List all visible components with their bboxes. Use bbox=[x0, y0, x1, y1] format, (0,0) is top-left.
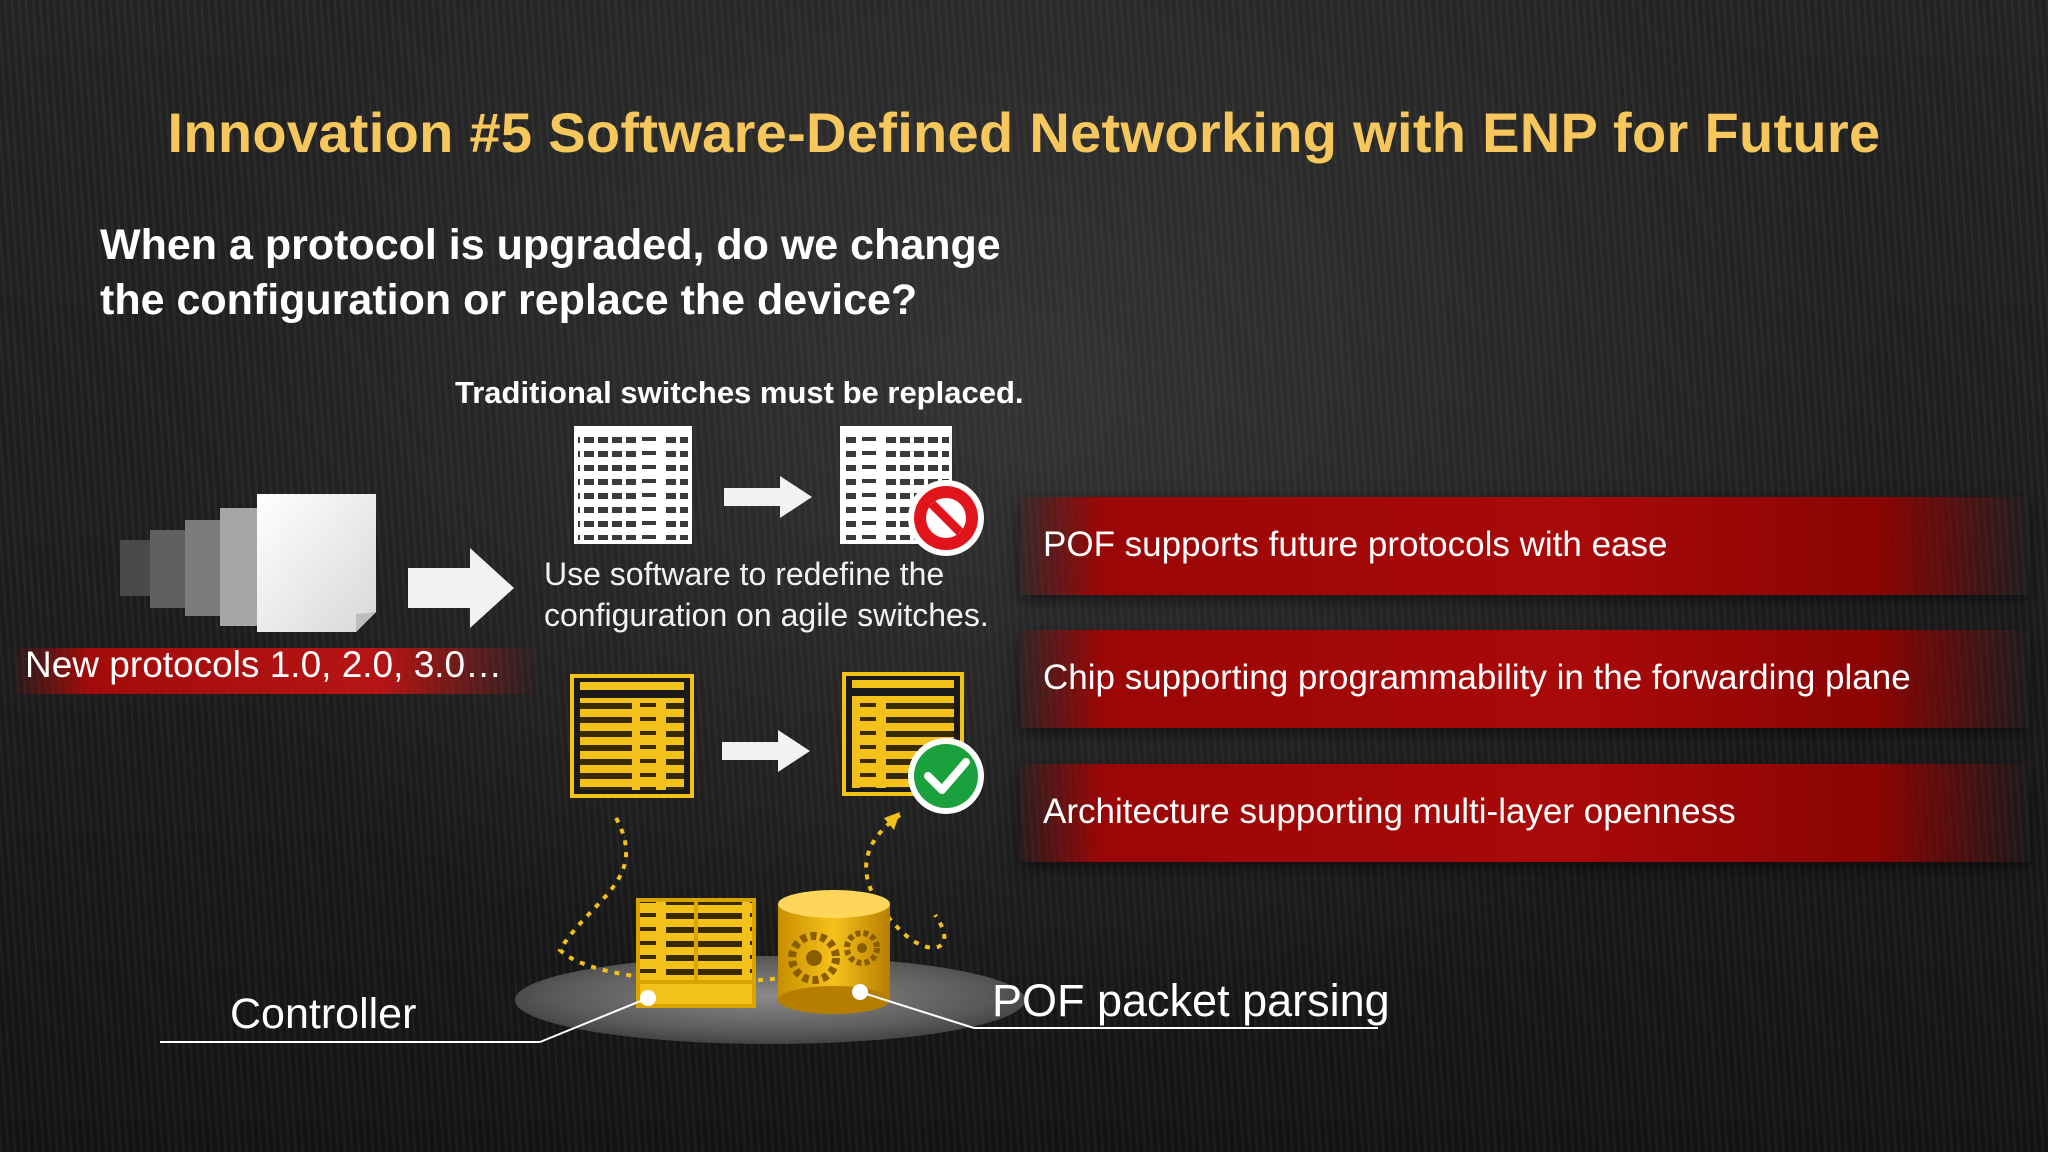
controller-callout bbox=[160, 990, 656, 1043]
software-line-2: configuration on agile switches. bbox=[544, 597, 989, 633]
question-text: When a protocol is upgraded, do we chang… bbox=[100, 218, 1100, 328]
traditional-switches-label: Traditional switches must be replaced. bbox=[455, 375, 1024, 410]
flow-arrowhead bbox=[884, 812, 900, 830]
question-line-1: When a protocol is upgraded, do we chang… bbox=[100, 221, 1001, 269]
arrow-right-icon bbox=[408, 548, 514, 628]
feature-bar-3 bbox=[1020, 764, 2030, 862]
no-entry-icon bbox=[908, 480, 984, 556]
protocols-label: New protocols 1.0, 2.0, 3.0… bbox=[25, 644, 503, 685]
traditional-switch-old bbox=[574, 426, 692, 544]
slide-title: Innovation #5 Software-Defined Networkin… bbox=[167, 101, 1881, 164]
agile-switch-old bbox=[570, 674, 694, 798]
software-line-1: Use software to redefine the bbox=[544, 556, 945, 592]
agile-switch-new bbox=[842, 672, 964, 796]
controller-server bbox=[636, 898, 756, 1008]
feature-text-1: POF supports future protocols with ease bbox=[1043, 525, 1668, 564]
question-line-2: the configuration or replace the device? bbox=[100, 276, 918, 324]
pof-engine bbox=[778, 890, 890, 1014]
feature-text-3: Architecture supporting multi-layer open… bbox=[1043, 792, 1736, 831]
pof-parsing-label: POF packet parsing bbox=[992, 975, 1390, 1026]
arrow-right-icon bbox=[722, 730, 810, 772]
pof-callout bbox=[852, 984, 1378, 1029]
document-stack-icon bbox=[120, 494, 376, 632]
feature-bar-2 bbox=[1020, 630, 2030, 728]
check-icon bbox=[908, 738, 984, 814]
platform bbox=[515, 956, 1025, 1044]
arrow-right-icon bbox=[724, 476, 812, 518]
gear-icon bbox=[788, 930, 880, 984]
protocols-highlight-bar bbox=[10, 648, 540, 694]
software-redefine-label: Use software to redefine the configurati… bbox=[544, 554, 989, 636]
feature-bar-1 bbox=[1020, 497, 2030, 595]
feature-text-2: Chip supporting programmability in the f… bbox=[1043, 658, 1911, 697]
controller-label: Controller bbox=[230, 990, 417, 1038]
